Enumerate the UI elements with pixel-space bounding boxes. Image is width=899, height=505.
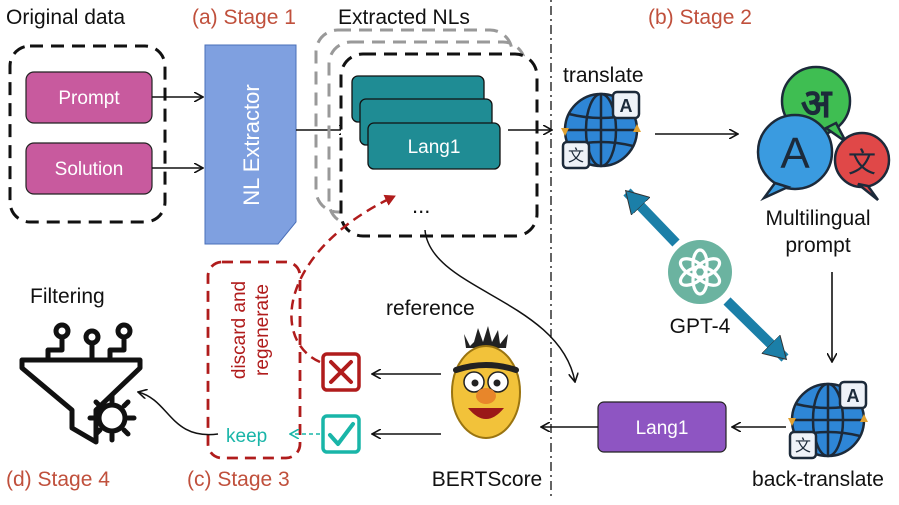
- lang1-stack-text: Lang1: [408, 137, 461, 158]
- nl-extractor-block: [204, 44, 297, 245]
- svg-text:A: A: [620, 96, 633, 116]
- filtering-funnel-icon: [19, 322, 143, 445]
- svg-text:A: A: [847, 386, 860, 406]
- stage1-label: (a) Stage 1: [192, 6, 296, 29]
- stage4-label: (d) Stage 4: [6, 468, 110, 491]
- solution-text: Solution: [55, 159, 124, 180]
- lang1-back-text: Lang1: [636, 418, 689, 439]
- svg-text:文: 文: [795, 437, 811, 455]
- regenerate-arrow: [290, 194, 396, 364]
- lang-box-front: [367, 122, 501, 170]
- gpt4-logo-icon: [668, 240, 732, 304]
- extracted-nls-label: Extracted NLs: [338, 6, 470, 29]
- filtering-label: Filtering: [30, 285, 105, 308]
- gpt4-to-translate-arrow: [623, 188, 680, 247]
- back-translate-icon: A 文: [788, 380, 868, 460]
- keep-to-filtering-arrow: [138, 392, 219, 436]
- bertscore-label: BERTScore: [432, 468, 543, 491]
- discard-region: [206, 260, 302, 460]
- stage3-label: (c) Stage 3: [187, 468, 290, 491]
- reference-label: reference: [386, 297, 475, 320]
- svg-text:文: 文: [568, 147, 584, 165]
- prompt-text: Prompt: [58, 88, 120, 109]
- reference-arrow: [424, 229, 575, 382]
- ellipsis-text: ...: [412, 193, 430, 218]
- original-data-group: [8, 44, 167, 224]
- svg-text:文: 文: [848, 147, 876, 178]
- multilingual-prompt-icon: अ 文 A: [756, 65, 891, 202]
- multilingual-label-line2: prompt: [785, 234, 851, 257]
- nl-extractor-text: NL Extractor: [239, 84, 264, 205]
- multilingual-label-line1: Multilingual: [765, 207, 870, 230]
- translate-icon: A 文: [561, 90, 641, 170]
- discard-label-line1: discard and: [229, 281, 250, 379]
- keep-label: keep: [226, 426, 267, 447]
- gpt4-label: GPT-4: [670, 315, 731, 338]
- stage2-label: (b) Stage 2: [648, 6, 752, 29]
- bertscore-bert-icon: [451, 326, 521, 439]
- back-translate-label: back-translate: [752, 468, 884, 491]
- gpt4-to-backtranslate-arrow: [723, 297, 789, 362]
- discard-label-line2: regenerate: [252, 284, 273, 376]
- translate-label: translate: [563, 64, 644, 87]
- svg-text:A: A: [780, 129, 810, 178]
- original-data-label: Original data: [6, 6, 125, 29]
